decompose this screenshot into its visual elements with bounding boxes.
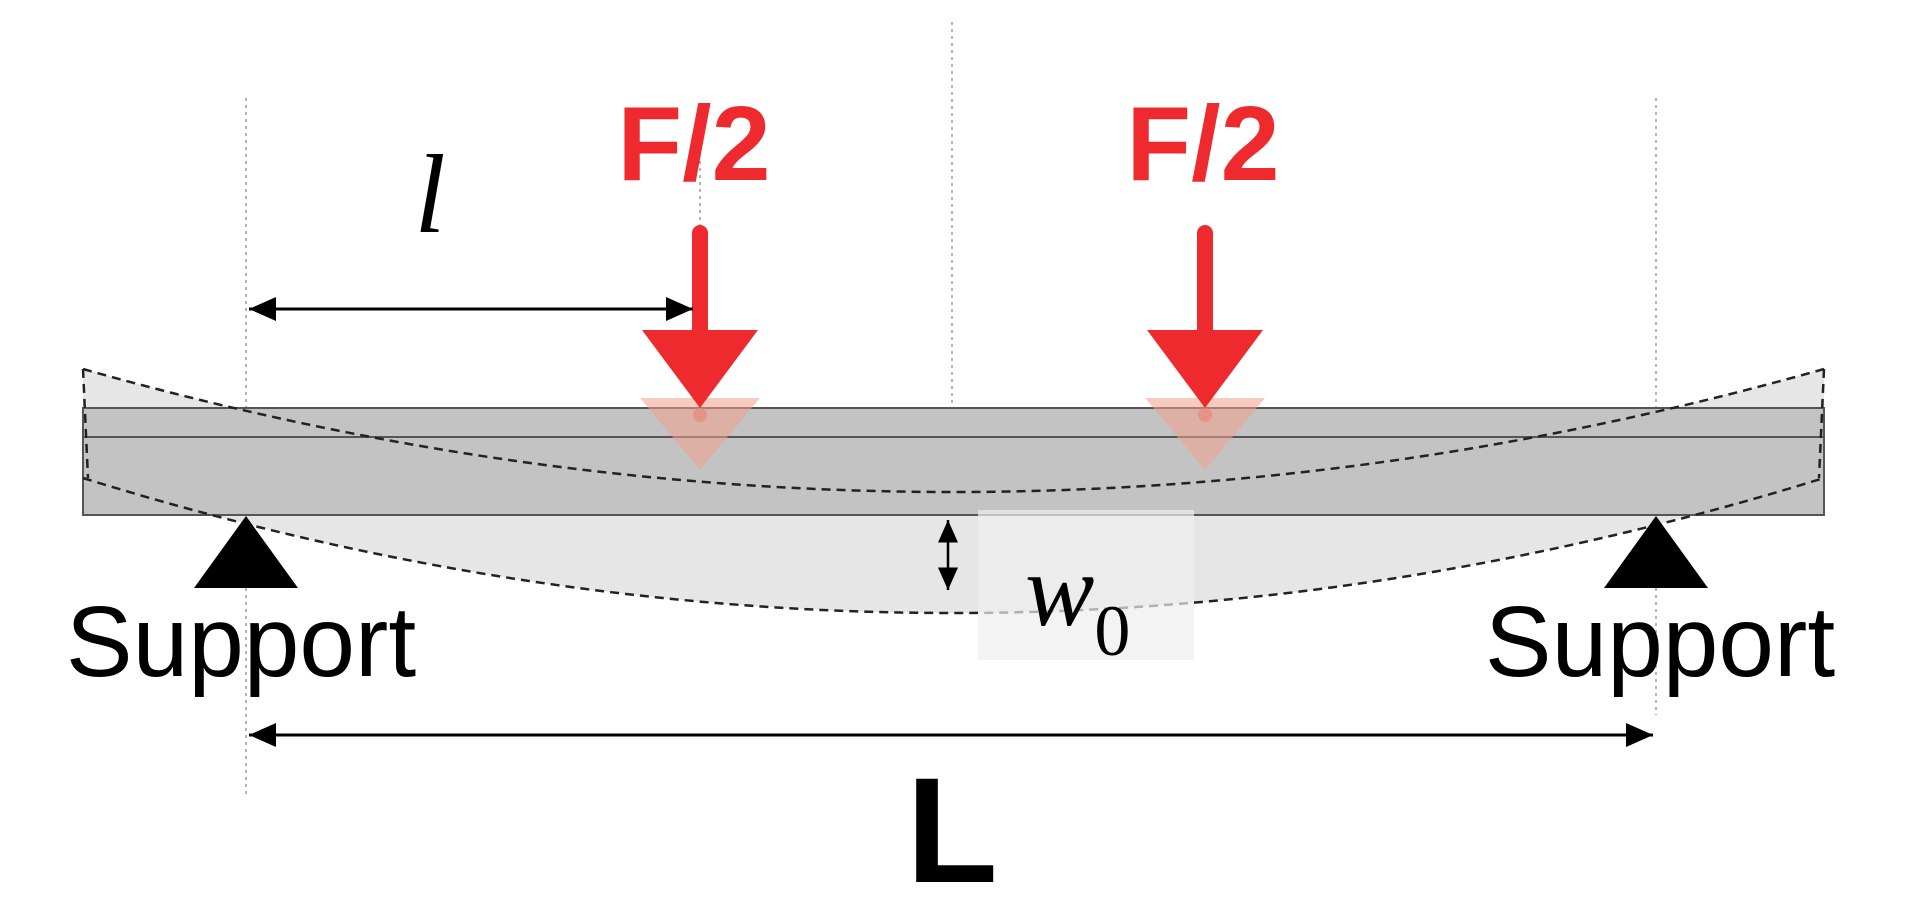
support-left-triangle xyxy=(194,516,298,588)
load-arrow-left xyxy=(642,225,758,408)
span-label: L xyxy=(906,746,998,900)
deflection-label: w0 xyxy=(1025,533,1130,671)
load-distance-label: l xyxy=(414,133,445,257)
deflection-label-background xyxy=(978,510,1194,660)
support-label-right: Support xyxy=(1485,586,1835,698)
deflected-outline xyxy=(81,367,1826,615)
load-label-right: F/2 xyxy=(1126,85,1279,203)
deflected-beam-shape xyxy=(83,369,1824,613)
load-label-left: F/2 xyxy=(617,85,770,203)
undeformed-beam xyxy=(82,407,1825,516)
deflection-symbol: w xyxy=(1025,533,1094,648)
load-contact-markers xyxy=(640,398,1265,470)
support-right-triangle xyxy=(1604,516,1708,588)
support-label-left: Support xyxy=(66,586,416,698)
deflection-subscript: 0 xyxy=(1094,591,1130,671)
load-arrow-right xyxy=(1147,225,1263,408)
